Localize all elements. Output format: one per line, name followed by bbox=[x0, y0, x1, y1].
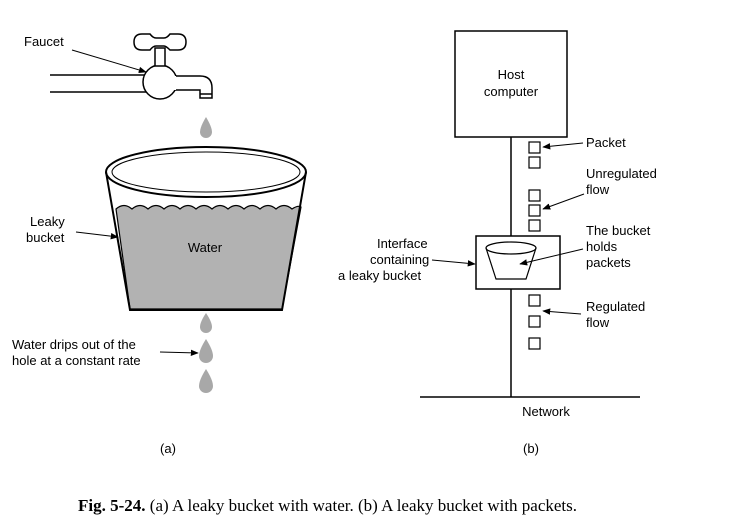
figure-caption: Fig. 5-24. (a) A leaky bucket with water… bbox=[78, 496, 577, 515]
regulated-label-line1: Regulated bbox=[586, 299, 645, 314]
drip-label-line2: hole at a constant rate bbox=[12, 353, 141, 368]
packet-icon bbox=[528, 189, 541, 202]
regulated-label-line2: flow bbox=[586, 315, 610, 330]
interface-label-line1: Interface bbox=[377, 236, 428, 251]
unregulated-arrow bbox=[542, 193, 585, 210]
panel-a: Faucet Leaky bucket Water Water drips ou… bbox=[12, 33, 307, 456]
interface-box bbox=[475, 235, 561, 290]
packet-icon bbox=[528, 156, 541, 169]
faucet-icon bbox=[50, 33, 213, 100]
drop-icon bbox=[200, 313, 212, 333]
leaky-bucket-label-line2: bucket bbox=[26, 230, 65, 245]
unregulated-label-line2: flow bbox=[586, 182, 610, 197]
packets-unregulated bbox=[528, 141, 541, 232]
host-label-line1: Host bbox=[498, 67, 525, 82]
water-label: Water bbox=[188, 240, 223, 255]
packet-icon bbox=[528, 204, 541, 217]
faucet-drop-icon bbox=[200, 117, 212, 138]
small-bucket-icon bbox=[485, 241, 537, 280]
bucket-holds-label-line3: packets bbox=[586, 255, 631, 270]
packet-icon bbox=[528, 219, 541, 232]
bucket-holds-arrow bbox=[519, 248, 584, 266]
packet-icon bbox=[528, 315, 541, 328]
leaky-bucket-arrow bbox=[75, 231, 119, 240]
figure-caption-prefix: Fig. 5-24. bbox=[78, 496, 146, 515]
drip-arrow bbox=[159, 349, 199, 357]
packet-label: Packet bbox=[586, 135, 626, 150]
unregulated-label-line1: Unregulated bbox=[586, 166, 657, 181]
faucet-arrow bbox=[71, 49, 147, 74]
interface-arrow bbox=[431, 259, 476, 267]
faucet-label: Faucet bbox=[24, 34, 64, 49]
figure-caption-text: (a) A leaky bucket with water. (b) A lea… bbox=[146, 496, 577, 515]
packets-regulated bbox=[528, 294, 541, 350]
interface-label-line2: containing bbox=[370, 252, 429, 267]
leaky-bucket-label-line1: Leaky bbox=[30, 214, 65, 229]
host-label-line2: computer bbox=[484, 84, 539, 99]
packet-icon bbox=[528, 294, 541, 307]
packet-icon bbox=[528, 141, 541, 154]
interface-label-line3: a leaky bucket bbox=[338, 268, 421, 283]
regulated-arrow bbox=[542, 308, 582, 315]
bucket-icon bbox=[105, 146, 307, 311]
packet-arrow bbox=[542, 142, 584, 150]
sublabel-b: (b) bbox=[523, 441, 539, 456]
sublabel-a: (a) bbox=[160, 441, 176, 456]
packet-icon bbox=[528, 337, 541, 350]
drip-label-line1: Water drips out of the bbox=[12, 337, 136, 352]
drop-icon bbox=[199, 369, 213, 393]
panel-b: Host computer Network bbox=[338, 30, 657, 456]
water-fill bbox=[115, 204, 302, 310]
network-label: Network bbox=[522, 404, 570, 419]
bucket-holds-label-line2: holds bbox=[586, 239, 618, 254]
drop-icon bbox=[199, 339, 213, 363]
bucket-holds-label-line1: The bucket bbox=[586, 223, 651, 238]
